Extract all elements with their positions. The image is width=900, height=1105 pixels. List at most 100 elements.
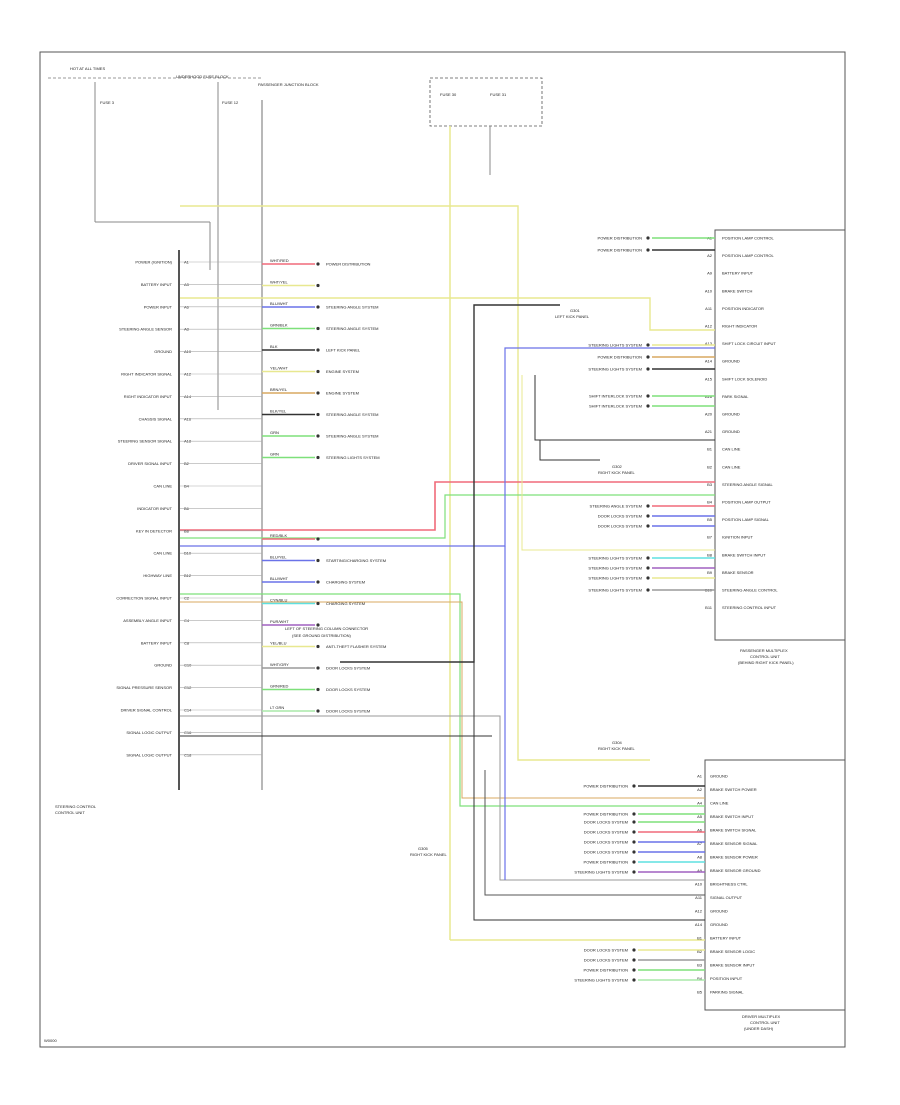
mid-wire-connector [316, 709, 320, 713]
mid-wire-destination: ENGINE SYSTEM [326, 369, 359, 374]
right-source-label: STEERING LIGHTS SYSTEM [588, 556, 642, 561]
right-pin-label: CAN LINE [722, 464, 741, 469]
left-pin-label: CHASSIS SIGNAL [139, 416, 173, 421]
ground-left-1: G301 [570, 308, 581, 313]
right-pin-label: GROUND [722, 359, 740, 364]
mid-wire-color: WHT/RED [270, 258, 289, 263]
mid-wire-connector [316, 434, 320, 438]
left-pin-label: POWER INPUT [144, 304, 173, 309]
right-pin-label: POSITION LAMP CONTROL [722, 253, 774, 258]
bottom-source-label: POWER DISTRIBUTION [584, 968, 629, 973]
mid-wire-connector [316, 348, 320, 352]
right-pin-label: SHIFT LOCK CIRCUIT INPUT [722, 341, 776, 346]
right-source-label: POWER DISTRIBUTION [598, 236, 643, 241]
fuse-block-label: UNDERHOOD FUSE BLOCK [176, 74, 229, 79]
right-pin-label: GROUND [722, 429, 740, 434]
mid-wire-destination: ENGINE SYSTEM [326, 391, 359, 396]
left-pin-label: GROUND [154, 663, 172, 668]
right-source-connector [646, 394, 650, 398]
mid-wire-connector [316, 412, 320, 417]
mid-wire-destination: STEERING ANGLE SYSTEM [326, 326, 378, 331]
mid-wire-connector [316, 644, 320, 649]
mid-wire-connector [316, 623, 320, 627]
right-source-connector [646, 514, 650, 518]
right-source-label: STEERING LIGHTS SYSTEM [588, 588, 642, 593]
bottom-module-sub: CONTROL UNIT [750, 1020, 780, 1025]
ground-right-2: RIGHT KICK PANEL [598, 470, 636, 475]
right-source-connector [646, 588, 650, 592]
bottom-pin-number: B5 [697, 990, 703, 995]
bottom-pin-number: A2 [697, 787, 703, 792]
right-pin-number: A21 [705, 429, 713, 434]
left-pin-label: POWER (IGNITION) [135, 260, 172, 265]
center-note-2: (SEE GROUND DISTRIBUTION) [292, 633, 352, 638]
right-source-connector [646, 566, 650, 570]
left-pin-label: SIGNAL PRESSURE SENSOR [116, 685, 172, 690]
right-pin-number: B7 [707, 535, 713, 540]
bottom-sources-group: POWER DISTRIBUTION POWER DISTRIBUTION DOOR… [574, 784, 705, 983]
bottom-source-label: POWER DISTRIBUTION [584, 784, 629, 789]
fuse-left-2: FUSE 12 [222, 100, 239, 105]
mid-wire-destination: LEFT KICK PANEL [326, 348, 361, 353]
right-pin-label: CAN LINE [722, 447, 741, 452]
bottom-pin-number: A1 [697, 774, 703, 779]
right-pin-number: A20 [705, 412, 713, 417]
bottom-pin-number: B1 [697, 936, 703, 941]
bottom-pin-number: A8 [697, 855, 703, 860]
left-pin-label: SIGNAL LOGIC OUTPUT [126, 730, 172, 735]
right-source-label: SHIFT INTERLOCK SYSTEM [589, 394, 642, 399]
bottom-pin-number: B4 [697, 976, 703, 981]
right-pin-number: A12 [705, 324, 713, 329]
right-pin-number: B8 [707, 552, 713, 557]
mid-wire-destination: DOOR LOCKS SYSTEM [326, 666, 370, 671]
right-source-connector [646, 343, 650, 347]
mid-wire-destination: CHARGING SYSTEM [326, 601, 365, 606]
mid-wire-color: BLU/WHT [270, 576, 289, 581]
hot-switch-block: HOT AT ALL TIMES UNDERHOOD FUSE BLOCK FU… [48, 66, 319, 410]
bottom-source-label: POWER DISTRIBUTION [584, 860, 629, 865]
right-pin-number: A11 [705, 306, 713, 311]
right-source-label: SHIFT INTERLOCK SYSTEM [589, 404, 642, 409]
right-module-title: PASSENGER MULTIPLEX [740, 648, 788, 653]
right-pin-label: IGNITION INPUT [722, 535, 753, 540]
left-pin-label: BATTERY INPUT [141, 282, 173, 287]
right-source-label: POWER DISTRIBUTION [598, 248, 643, 253]
left-pin-label: GROUND [154, 349, 172, 354]
right-pin-number: A13 [705, 341, 713, 346]
ground-mid-1: G304 [612, 740, 623, 745]
left-pin-label: HIGHWAY LINE [143, 573, 172, 578]
mid-wire-destination: CHARGING SYSTEM [326, 580, 365, 585]
hot-switch-caption: HOT AT ALL TIMES [70, 66, 105, 71]
mid-wire-color: YEL/WHT [270, 366, 288, 371]
mid-wire-color: GRN/RED [270, 684, 289, 689]
bottom-source-label: DOOR LOCKS SYSTEM [584, 820, 628, 825]
left-pin-label: INDICATOR INPUT [137, 506, 172, 511]
bottom-source-connector [632, 978, 636, 982]
bottom-source-label: STEERING LIGHTS SYSTEM [574, 870, 628, 875]
right-source-label: STEERING ANGLE SYSTEM [590, 504, 642, 509]
left-pin-label: CORRECTION SIGNAL INPUT [116, 596, 172, 601]
bottom-source-label: STEERING LIGHTS SYSTEM [574, 978, 628, 983]
bottom-pin-label: BRAKE SWITCH INPUT [710, 814, 754, 819]
left-pin-label: RIGHT INDICATOR INPUT [124, 394, 173, 399]
bottom-source-label: DOOR LOCKS SYSTEM [584, 948, 628, 953]
right-pin-label: POSITION INDICATOR [722, 306, 764, 311]
mid-wire-destination: DOOR LOCKS SYSTEM [326, 709, 370, 714]
left-pin-label: RIGHT INDICATOR SIGNAL [121, 372, 173, 377]
right-source-connector [646, 524, 650, 528]
fuse-left-1: FUSE 3 [100, 100, 115, 105]
left-pin-label: SIGNAL LOGIC OUTPUT [126, 752, 172, 757]
bottom-source-connector [632, 784, 636, 788]
right-pin-label: POSITION LAMP SIGNAL [722, 517, 770, 522]
mid-wire-connector [316, 537, 320, 541]
right-pin-label: BRAKE SWITCH INPUT [722, 552, 766, 557]
bottom-source-connector [632, 840, 636, 844]
mid-wire-destination: DOOR LOCKS SYSTEM [326, 687, 370, 692]
fuse-right-1: FUSE 30 [440, 92, 457, 97]
bottom-source-connector [632, 850, 636, 854]
bottom-pin-label: BRAKE SWITCH POWER [710, 787, 757, 792]
